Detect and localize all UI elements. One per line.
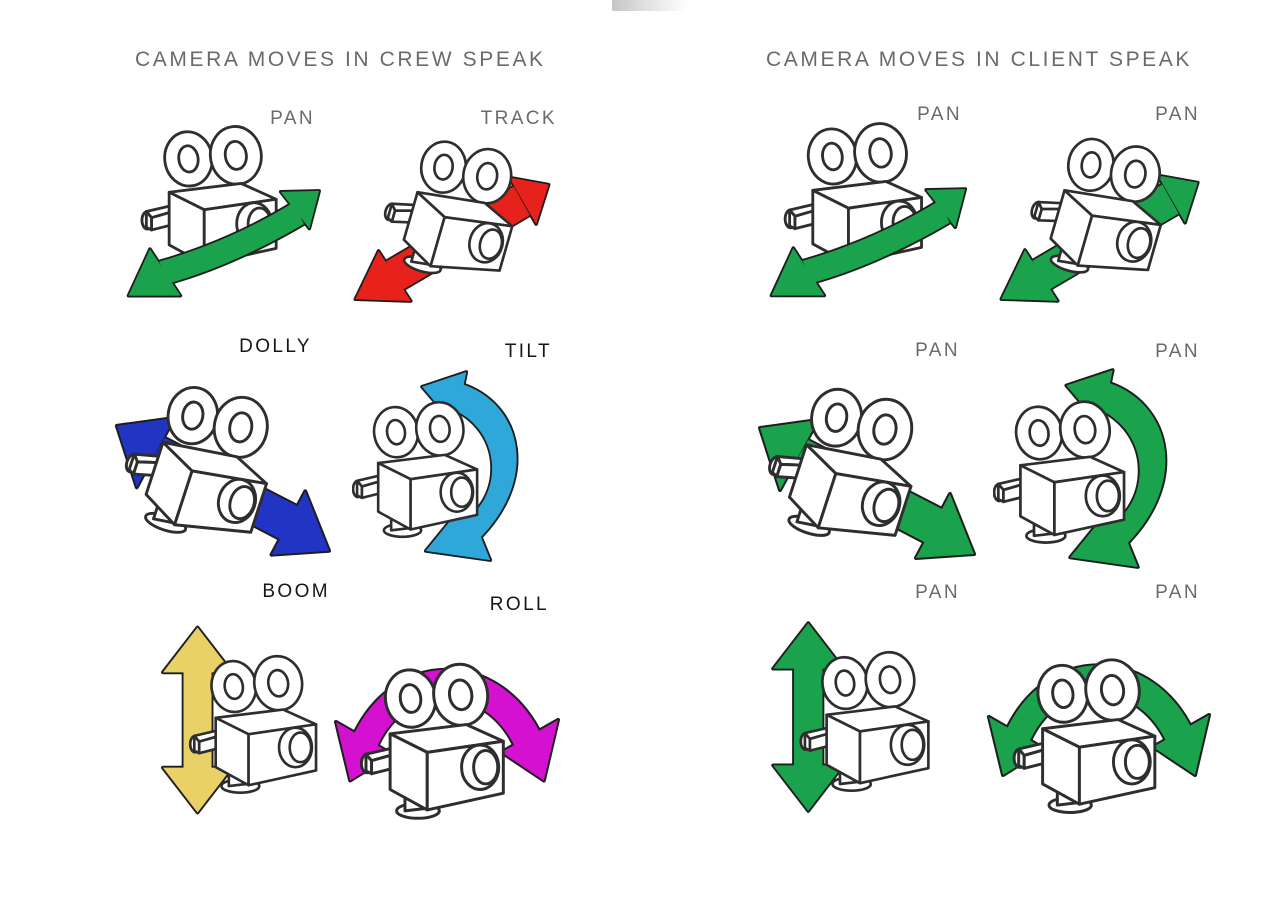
- page-fold-mark: [612, 0, 688, 11]
- cell-crew-tilt: TILT: [352, 335, 564, 575]
- camera-move-illustration: [353, 122, 551, 303]
- cell-client-pan-6: PAN: [983, 580, 1213, 840]
- move-label-roll: ROLL: [489, 594, 549, 615]
- camera-move-illustration: [126, 122, 321, 298]
- move-label-track: TRACK: [480, 108, 557, 129]
- camera-move-illustration: [999, 119, 1200, 303]
- cell-client-pan-3: PAN: [748, 330, 978, 580]
- move-label-pan: PAN: [915, 582, 960, 603]
- move-label-pan: PAN: [1155, 582, 1200, 603]
- camera-move-illustration: [330, 659, 562, 820]
- camera-move-illustration: [352, 370, 519, 562]
- cell-crew-track: TRACK: [335, 98, 560, 310]
- camera-move-illustration: [769, 119, 968, 298]
- crew-panel-title: CAMERA MOVES IN CREW SPEAK: [135, 48, 546, 71]
- cell-crew-pan: PAN: [110, 98, 335, 310]
- move-label-dolly: DOLLY: [239, 336, 312, 357]
- cell-client-pan-4: PAN: [993, 335, 1215, 580]
- cell-client-pan-2: PAN: [980, 95, 1210, 310]
- cell-crew-dolly: DOLLY: [105, 330, 333, 575]
- move-label-pan: PAN: [1155, 341, 1200, 362]
- cell-client-pan-5: PAN: [758, 570, 976, 840]
- camera-move-illustration: [108, 363, 332, 558]
- cell-client-pan-1: PAN: [753, 95, 981, 310]
- camera-move-illustration: [993, 368, 1168, 569]
- move-label-pan: PAN: [1155, 104, 1200, 125]
- move-label-pan: PAN: [270, 108, 315, 129]
- client-panel-title: CAMERA MOVES IN CLIENT SPEAK: [766, 48, 1193, 71]
- camera-illustration: [352, 397, 479, 539]
- camera-move-illustration: [771, 621, 930, 813]
- move-label-pan: PAN: [917, 104, 962, 125]
- move-label-pan: PAN: [915, 340, 960, 361]
- camera-illustration: [993, 397, 1126, 544]
- camera-move-illustration: [752, 365, 976, 561]
- camera-move-illustration: [987, 654, 1211, 814]
- cell-crew-roll: ROLL: [330, 590, 562, 840]
- move-label-boom: BOOM: [262, 581, 330, 602]
- move-label-tilt: TILT: [504, 341, 552, 362]
- cell-crew-boom: BOOM: [148, 576, 363, 840]
